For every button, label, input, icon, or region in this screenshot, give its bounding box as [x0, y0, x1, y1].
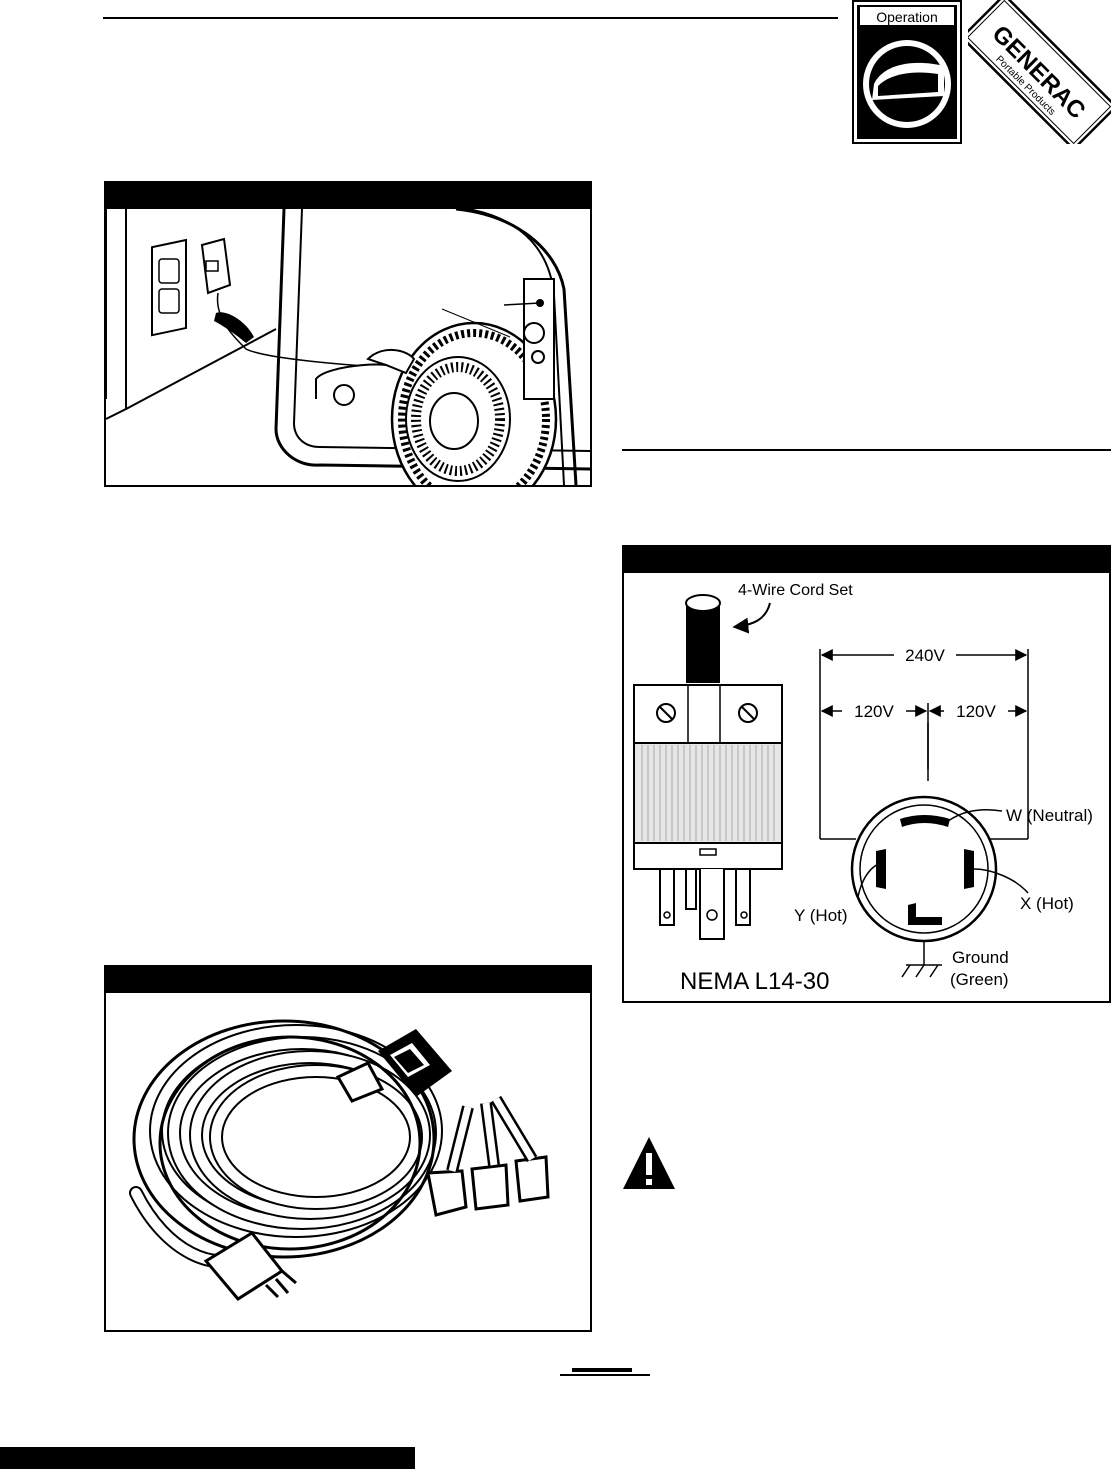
receptacle-face	[850, 795, 998, 943]
cord-label: 4-Wire Cord Set	[738, 582, 853, 599]
header-rule	[103, 17, 838, 19]
section-rule	[622, 449, 1111, 451]
x-hot-label: X (Hot)	[1020, 894, 1074, 913]
figure-title-bar	[106, 967, 590, 993]
twist-lock-plug	[633, 684, 783, 940]
nema-model-label: NEMA L14-30	[680, 968, 829, 995]
warning-icon	[621, 1135, 677, 1191]
generac-logo: GENERAC Portable Products	[960, 0, 1111, 151]
figure-battery-charger	[104, 181, 592, 487]
cord-cable	[686, 603, 720, 683]
v-right-label: 120V	[956, 702, 996, 721]
footer-bar	[0, 1447, 415, 1469]
ground-label: Ground	[952, 948, 1009, 967]
ground-symbol	[901, 941, 942, 978]
w-neutral-label: W (Neutral)	[1006, 806, 1093, 825]
page-number-mark	[572, 1368, 632, 1372]
page-number-mark-underline	[560, 1374, 650, 1376]
generator-charger-illustration	[106, 209, 590, 485]
charger-adapter	[200, 237, 232, 295]
generator-control-panel	[441, 278, 555, 400]
operation-badge-label: Operation	[876, 9, 937, 25]
v-left-label: 120V	[854, 702, 894, 721]
figure-title-bar	[624, 547, 1109, 573]
cord-junction-box	[378, 1029, 452, 1097]
v-total-label: 240V	[905, 646, 945, 665]
receptacle-diagram: 4-Wire Cord Set	[633, 582, 1093, 995]
figure-receptacle: 4-Wire Cord Set	[622, 545, 1111, 1003]
cord-plug-end	[203, 1231, 297, 1301]
cord-set-illustration	[129, 1019, 550, 1301]
figure-title-bar	[106, 183, 590, 209]
ground-color-label: (Green)	[950, 970, 1009, 989]
figure-cord-set	[104, 965, 592, 1332]
y-hot-label: Y (Hot)	[794, 906, 848, 925]
wall-outlet	[151, 238, 187, 337]
cord-outlet-connectors	[426, 1095, 550, 1217]
operation-badge: Operation	[852, 0, 962, 144]
recoil-starter	[390, 321, 558, 485]
voltage-dimensions: 240V 120V 120V	[819, 646, 1029, 840]
